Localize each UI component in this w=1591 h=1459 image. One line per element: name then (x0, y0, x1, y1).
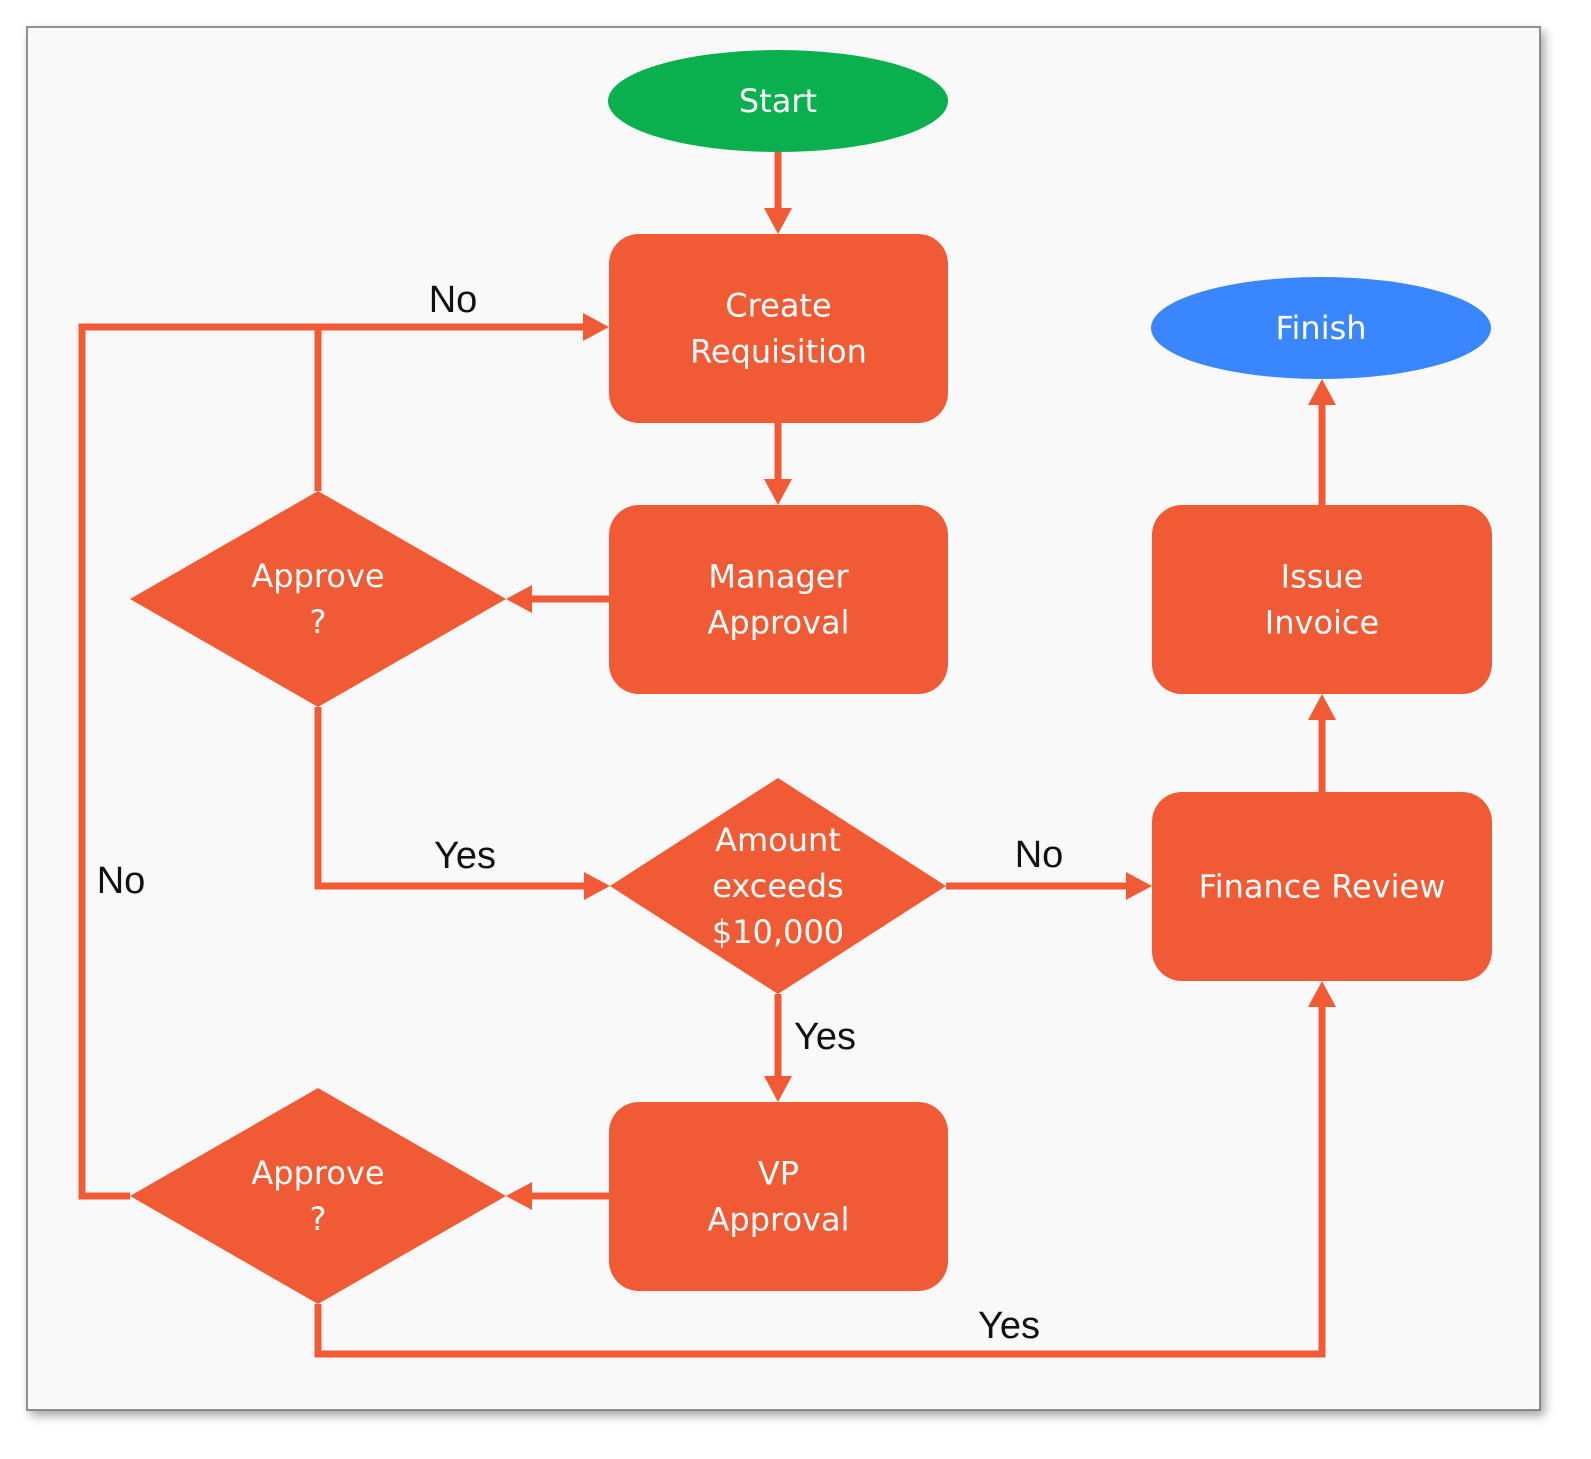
node-manager-approval-label-line-2: Approval (708, 604, 850, 642)
edge-approve1-no-to-create-requisition-arrowhead (583, 313, 609, 341)
edge-amount-yes-to-vp-approval (764, 994, 792, 1102)
node-finance-review: Finance Review (1152, 792, 1492, 981)
node-vp-approval-shape (609, 1102, 948, 1291)
edge-label-approve2-no: No (97, 860, 146, 902)
node-start-shape (608, 50, 948, 152)
edge-labels-layer: No Yes No Yes No Yes (97, 279, 1064, 1347)
node-amount-check-shape (610, 778, 946, 994)
node-finance-review-label-line-1: Finance Review (1199, 868, 1446, 906)
node-create-requisition-label-line-1: Create (725, 287, 831, 325)
node-finish-label-line-1: Finish (1275, 309, 1366, 347)
edge-vp-to-approve2 (506, 1182, 609, 1210)
edge-start-to-create-requisition-arrowhead (764, 208, 792, 234)
edge-manager-to-approve1 (506, 585, 609, 613)
node-vp-approval: VP Approval (609, 1102, 948, 1291)
edge-finance-review-to-issue-invoice (1308, 694, 1336, 792)
edge-start-to-create-requisition (764, 152, 792, 234)
node-finish-shape (1151, 277, 1491, 379)
node-start: Start (608, 50, 948, 152)
edge-issue-invoice-to-finish-arrowhead (1308, 379, 1336, 405)
node-approve-2: Approve? (130, 1088, 506, 1304)
edge-approve1-yes-to-amount-check (314, 707, 610, 900)
edge-amount-yes-to-vp-approval-arrowhead (764, 1076, 792, 1102)
edge-finance-review-to-issue-invoice-arrowhead (1308, 694, 1336, 720)
node-approve-2-label-line-2: ? (310, 1200, 327, 1238)
node-finance-review-shape (1152, 792, 1492, 981)
node-approve-1-label-line-1: Approve (251, 557, 384, 595)
node-issue-invoice-shape (1152, 505, 1492, 694)
node-approve-1: Approve? (130, 491, 506, 707)
edges-layer (78, 152, 1336, 1358)
node-amount-check-label-line-2: exceeds (712, 867, 843, 905)
node-create-requisition-shape (609, 234, 948, 423)
node-manager-approval-shape (609, 505, 948, 694)
edge-approve2-no-to-create-requisition-line (78, 323, 318, 1200)
edge-create-requisition-to-manager (764, 423, 792, 505)
edge-label-amount-yes: Yes (794, 1016, 856, 1058)
node-approve-1-shape (130, 491, 506, 707)
edge-amount-no-to-finance-review-arrowhead (1126, 872, 1152, 900)
node-amount-check: Amount exceeds $10,000 (610, 778, 946, 994)
node-approve-1-label-line-2: ? (310, 603, 327, 641)
node-issue-invoice-label-line-2: Invoice (1265, 604, 1379, 642)
edge-approve2-yes-to-finance-review-line (314, 1005, 1326, 1358)
node-issue-invoice-label-line-1: Issue (1281, 558, 1364, 596)
edge-approve1-yes-to-amount-check-line (314, 707, 586, 890)
edge-create-requisition-to-manager-arrowhead (764, 479, 792, 505)
node-vp-approval-label-line-1: VP (758, 1155, 799, 1193)
edge-vp-to-approve2-arrowhead (506, 1182, 532, 1210)
node-vp-approval-label-line-2: Approval (708, 1201, 850, 1239)
edge-label-approve1-yes: Yes (434, 835, 496, 877)
edge-approve2-yes-to-finance-review (314, 981, 1336, 1358)
edge-approve2-no-to-create-requisition (78, 323, 318, 1200)
edge-label-approve2-yes: Yes (978, 1305, 1040, 1347)
edge-issue-invoice-to-finish (1308, 379, 1336, 505)
edge-approve2-yes-to-finance-review-arrowhead (1308, 981, 1336, 1007)
node-amount-check-label-line-1: Amount (715, 821, 841, 859)
node-create-requisition-label-line-2: Requisition (690, 333, 867, 371)
nodes-layer: StartCreateRequisitionManagerApprovalApp… (130, 50, 1492, 1304)
node-start-label-line-1: Start (739, 82, 817, 120)
edge-label-amount-no: No (1015, 834, 1064, 876)
edge-approve1-yes-to-amount-check-arrowhead (584, 872, 610, 900)
node-manager-approval-label-line-1: Manager (708, 558, 849, 596)
node-approve-2-shape (130, 1088, 506, 1304)
edge-amount-no-to-finance-review (946, 872, 1152, 900)
node-approve-2-label-line-1: Approve (251, 1154, 384, 1192)
edge-manager-to-approve1-arrowhead (506, 585, 532, 613)
node-finish: Finish (1151, 277, 1491, 379)
edge-label-approve1-no: No (429, 279, 478, 321)
node-amount-check-label-line-3: $10,000 (712, 913, 844, 951)
